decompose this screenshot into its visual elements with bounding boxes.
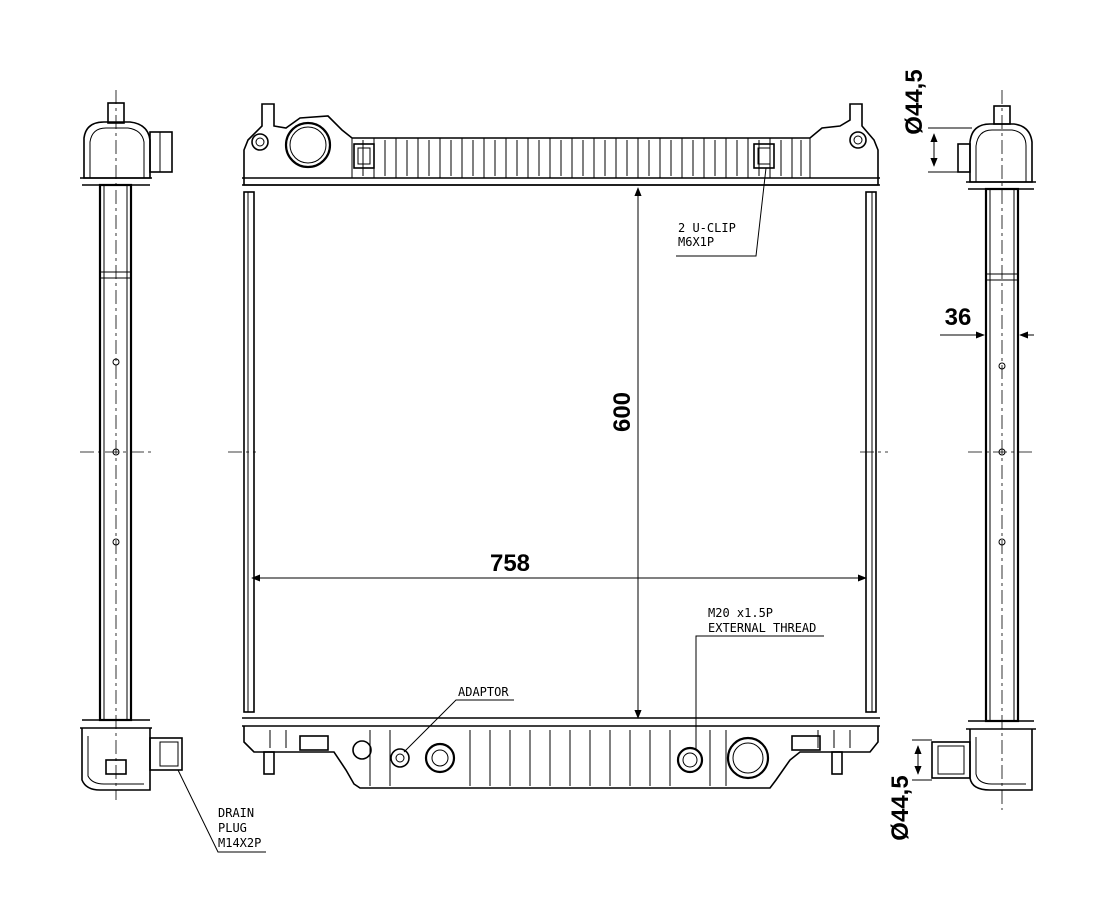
height-value: 600 — [609, 392, 636, 432]
u-clip-line-2: M6X1P — [678, 235, 714, 249]
drain-line-3: M14X2P — [218, 836, 261, 850]
dimension-bottom-port: Ø44,5 — [887, 739, 932, 841]
callout-drain-plug: DRAIN PLUG M14X2P — [177, 769, 266, 853]
dimension-depth: 36 — [940, 304, 1034, 339]
callout-thread: M20 x1.5P EXTERNAL THREAD — [695, 606, 824, 750]
drain-line-2: PLUG — [218, 821, 247, 835]
drain-line-1: DRAIN — [218, 806, 254, 820]
right-side-view — [931, 90, 1036, 810]
callout-u-clip: 2 U-CLIP M6X1P — [676, 167, 767, 257]
callout-adaptor: ADAPTOR — [403, 685, 514, 753]
width-value: 758 — [490, 550, 530, 577]
thread-line-1: M20 x1.5P — [708, 606, 773, 620]
front-view — [228, 103, 888, 789]
dimension-top-port: Ø44,5 — [901, 69, 972, 173]
dimension-height: 600 — [609, 187, 642, 719]
bottom-tank-ribs — [269, 730, 851, 786]
thread-line-2: EXTERNAL THREAD — [708, 621, 816, 635]
depth-value: 36 — [945, 304, 972, 331]
bottom-port-diameter: Ø44,5 — [887, 775, 914, 840]
dimension-width: 758 — [251, 550, 867, 582]
top-port-diameter: Ø44,5 — [901, 69, 928, 134]
left-side-view — [80, 90, 183, 800]
top-tank-ribs — [351, 138, 811, 178]
adaptor-label: ADAPTOR — [458, 685, 509, 699]
u-clip-line-1: 2 U-CLIP — [678, 221, 736, 235]
